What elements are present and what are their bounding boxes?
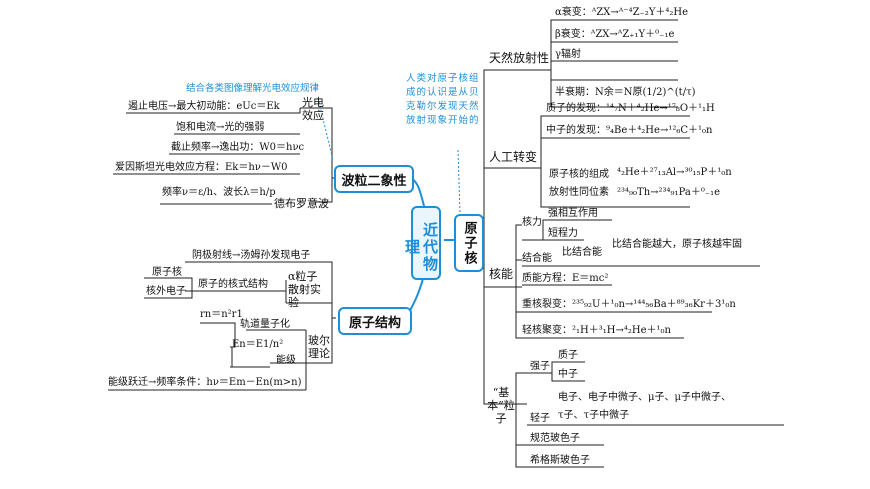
isotope-equation-1: ⁴₂He＋²⁷₁₃Al→³⁰₁₅P＋¹₀n [617, 167, 732, 178]
higgs-boson: 希格斯玻色子 [530, 455, 590, 466]
beta-decay: β衰变：ᴬZX→ᴬZ₊₁Y＋⁰₋₁e [555, 29, 675, 40]
einstein-equation: 爱因斯坦光电效应方程：Ek＝hν－W0 [115, 162, 288, 173]
half-life: 半衰期：N余＝N原(1/2)^(t/τ) [555, 87, 696, 98]
photoelectric-effect: 光电效应 [302, 96, 324, 122]
binding-energy: 结合能 [522, 253, 552, 264]
lepton-list-1: 电子、电子中微子、μ子、μ子中微子、 [558, 392, 731, 403]
saturation-current: 饱和电流→光的强弱 [176, 122, 265, 133]
level-transition: 能级跃迁→频率条件：hν＝Em－En(m>n) [108, 377, 302, 388]
nuclear-force: 核力 [522, 217, 542, 228]
elementary-particles-label: “基本”粒子 [487, 386, 515, 425]
heavy-nucleus-fission: 重核裂变：²³⁵₉₂U＋¹₀n→¹⁴⁴₅₆Ba＋⁸⁹₃₆Kr＋3¹₀n [522, 299, 736, 310]
light-nucleus-fusion: 轻核聚变：²₁H＋³₁H→⁴₂He＋¹₀n [522, 325, 671, 336]
gauge-boson: 规范玻色子 [530, 433, 580, 444]
debroglie-formula: 频率ν＝ε/h、波长λ＝h/p [162, 187, 276, 198]
nucleus-topic: 原子核 [454, 214, 484, 272]
mass-energy-equation: 质能方程：E＝mc² [522, 273, 609, 284]
wave-particle-duality-topic: 波粒二象性 [334, 165, 414, 193]
binding-energy-desc: 比结合能越大，原子核越牢固 [612, 239, 742, 250]
bohr-theory: 玻尔理论 [308, 334, 330, 360]
specific-binding-energy: 比结合能 [562, 247, 602, 258]
proton-discovery: 质子的发现：¹⁴₇N＋⁴₂He→¹⁷₈O＋¹₁H [546, 103, 715, 114]
isotope-equation-2: ²³⁴₉₀Th→²³⁴₉₁Pa＋⁰₋₁e [617, 187, 721, 198]
debroglie-wave: 德布罗意波 [274, 197, 329, 210]
nucleus-composition: 原子核的组成 [549, 169, 609, 180]
orbit-radius-equation: rn＝n²r1 [200, 309, 243, 320]
strong-interaction: 强相互作用 [548, 208, 598, 219]
energy-level-equation: En＝E1/n² [232, 339, 284, 350]
cathode-rays: 阴极射线→汤姆孙发现电子 [192, 250, 311, 261]
nucleus-note: 人类对原子核组成的认识是从贝克勒尔发现天然放射现象开始的 [406, 73, 480, 126]
alpha-scattering: α粒子散射实验 [288, 270, 321, 309]
alpha-decay: α衰变：ᴬZX→ᴬ⁻⁴Z₋₂Y＋⁴₂He [555, 7, 689, 18]
lepton-list-2: τ子、τ子中微子 [558, 410, 630, 421]
atomic-nucleus: 原子核 [152, 267, 182, 278]
stop-voltage: 遏止电压→最大初动能：eUc＝Ek [128, 101, 280, 112]
nuclear-model: 原子的核式结构 [198, 279, 268, 290]
radioactive-isotope: 放射性同位素 [549, 187, 609, 198]
atomic-structure-topic: 原子结构 [338, 307, 412, 335]
gamma-radiation: γ辐射 [555, 49, 581, 60]
extranuclear-electrons: 核外电子 [146, 286, 186, 297]
energy-level: 能级 [276, 355, 296, 366]
natural-radioactivity-label: 天然放射性 [489, 51, 550, 65]
nuclear-energy-label: 核能 [489, 267, 514, 281]
hadron: 强子 [530, 361, 550, 372]
cutoff-frequency: 截止频率→逸出功：W0＝hνc [171, 142, 305, 153]
artificial-transmutation-label: 人工转变 [489, 150, 538, 164]
neutron: 中子 [558, 369, 578, 380]
center-topic: 近代物理 [403, 206, 441, 280]
duality-note: 结合各类图像理解光电效应规律 [186, 83, 320, 94]
proton: 质子 [558, 350, 578, 361]
orbit-quantization: 轨道量子化 [240, 319, 290, 330]
lepton: 轻子 [530, 413, 550, 424]
neutron-discovery: 中子的发现：⁹₄Be＋⁴₂He→¹²₆C＋¹₀n [546, 125, 713, 136]
short-range-force: 短程力 [548, 228, 578, 239]
